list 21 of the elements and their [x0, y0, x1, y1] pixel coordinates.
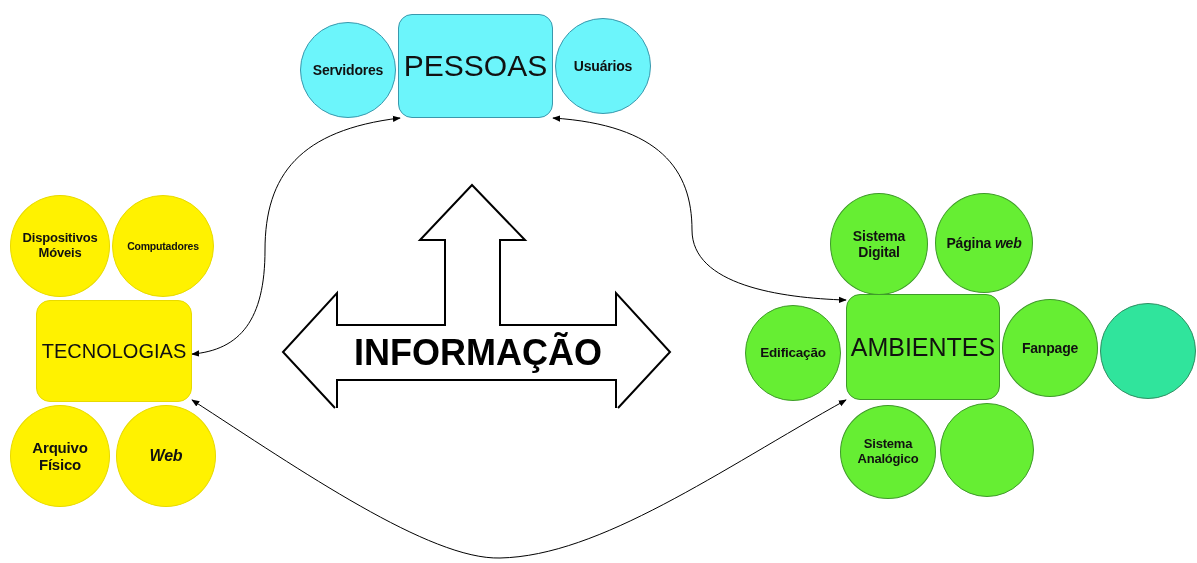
node-text: Computadores [127, 239, 199, 253]
node-text: Dispositivos Móveis [21, 231, 99, 261]
rounded-box-node [398, 14, 553, 118]
curved-double-arrow [191, 399, 847, 559]
arrow-label: INFORMAÇÃO [353, 330, 603, 375]
node-text: Usuários [573, 57, 633, 75]
curved-double-arrow [552, 115, 847, 303]
node-text: Web [149, 446, 183, 466]
node-text: Fanpage [1021, 339, 1079, 357]
heading-text: TECNOLOGIAS [41, 339, 187, 363]
node-text: Edificação [760, 345, 826, 361]
node-text: Sistema Digital [851, 227, 907, 261]
heading-text: AMBIENTES [850, 332, 996, 362]
rounded-box-node [846, 294, 1000, 400]
node-text: Página web [946, 234, 1022, 252]
node-text: Servidores [312, 61, 384, 79]
node-text: Arquivo Físico [31, 438, 89, 474]
curved-double-arrow [191, 115, 401, 357]
node-text: Sistema Analógico [856, 437, 920, 467]
heading-text: PESSOAS [403, 48, 548, 84]
rounded-box-node [36, 300, 192, 402]
